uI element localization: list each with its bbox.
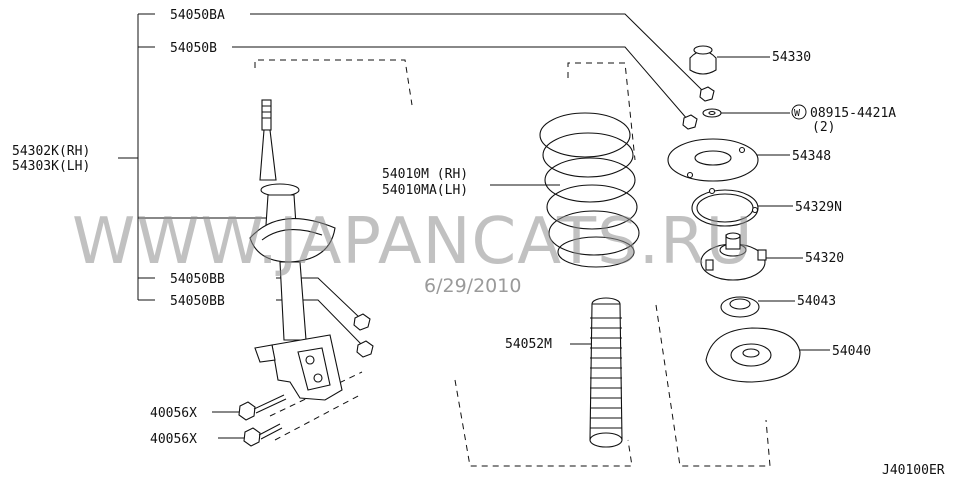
label-54040[interactable]: 54040 xyxy=(832,344,871,359)
part-54043-bearing[interactable] xyxy=(720,296,760,318)
part-54330-bump-cap[interactable] xyxy=(689,45,717,75)
dust-boot[interactable] xyxy=(589,297,623,448)
label-54302K[interactable]: 54302K(RH) xyxy=(12,144,90,159)
label-54330[interactable]: 54330 xyxy=(772,50,811,65)
bolt-upper[interactable] xyxy=(238,394,287,421)
label-54348[interactable]: 54348 xyxy=(792,149,831,164)
label-54050BA[interactable]: 54050BA xyxy=(170,8,225,23)
label-54050BB-lower[interactable]: 54050BB xyxy=(170,294,225,309)
part-54320-mount[interactable] xyxy=(700,232,767,281)
part-nut-lower[interactable] xyxy=(682,114,698,130)
part-54040-insulator[interactable] xyxy=(705,327,801,383)
label-54329N[interactable]: 54329N xyxy=(795,200,842,215)
date-stamp: 6/29/2010 xyxy=(424,275,521,297)
label-54303K[interactable]: 54303K(LH) xyxy=(12,159,90,174)
label-54320[interactable]: 54320 xyxy=(805,251,844,266)
label-54043[interactable]: 54043 xyxy=(797,294,836,309)
label-40056X-lower[interactable]: 40056X xyxy=(150,432,197,447)
label-54052M[interactable]: 54052M xyxy=(505,337,552,352)
label-54010MA[interactable]: 54010MA(LH) xyxy=(382,183,468,198)
watermark: WWW.JAPANCATS.RU xyxy=(72,205,753,279)
washer-w-icon: W xyxy=(791,104,807,120)
part-nut-upper[interactable] xyxy=(699,86,715,102)
part-54348-plate[interactable] xyxy=(667,138,759,182)
label-40056X-upper[interactable]: 40056X xyxy=(150,406,197,421)
part-54329N-gasket[interactable] xyxy=(691,187,759,227)
svg-text:W: W xyxy=(794,108,801,119)
dashed-outlines xyxy=(254,59,771,467)
label-54010M[interactable]: 54010M (RH) xyxy=(382,167,468,182)
diagram-code: J40100ER xyxy=(882,463,945,478)
part-washer-08915[interactable] xyxy=(702,108,722,118)
bolt-lower[interactable] xyxy=(243,423,283,447)
strut-assembly[interactable] xyxy=(249,99,374,401)
label-54050BB-upper[interactable]: 54050BB xyxy=(170,272,225,287)
coil-spring[interactable] xyxy=(539,112,640,268)
right-leader-lines xyxy=(212,56,830,439)
label-54050B[interactable]: 54050B xyxy=(170,41,217,56)
label-08915-quantity: (2) xyxy=(812,120,835,135)
label-08915-4421A[interactable]: 08915-4421A xyxy=(810,106,896,121)
